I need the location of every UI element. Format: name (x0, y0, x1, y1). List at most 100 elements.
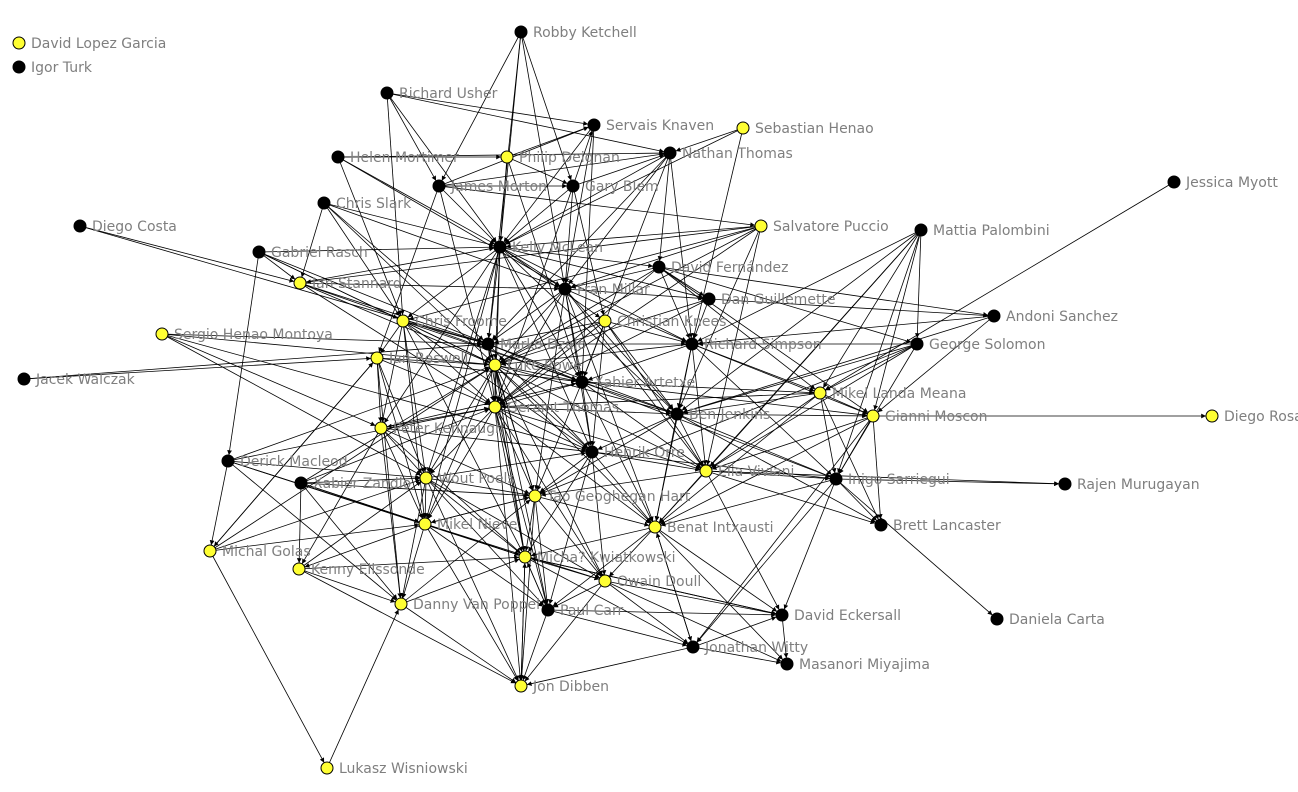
node-kelly-mclean[interactable]: Kelly McLean (493, 240, 603, 256)
node-philip-deignan[interactable]: Philip Deignan (500, 150, 620, 166)
node-jon-dibben[interactable]: Jon Dibben (514, 679, 609, 695)
node-marker[interactable] (914, 223, 928, 237)
node-jessica-myott[interactable]: Jessica Myott (1167, 175, 1278, 191)
node-marker[interactable] (987, 309, 1001, 323)
node-marker[interactable] (221, 454, 235, 468)
node-andoni-sanchez[interactable]: Andoni Sanchez (987, 309, 1118, 325)
node-marker[interactable] (500, 150, 514, 164)
node-marker[interactable] (702, 292, 716, 306)
node-marker[interactable] (780, 657, 794, 671)
node-michal-kwiatkowski[interactable]: Micha? Kwiatkowski (518, 550, 676, 566)
node-marker[interactable] (12, 60, 26, 74)
node-marko-dzalo[interactable]: Marko Dzalo (481, 337, 586, 353)
node-marker[interactable] (813, 386, 827, 400)
node-michal-golas[interactable]: Michal Golas (203, 544, 311, 560)
node-peter-kennaugh[interactable]: Peter Kennaugh (374, 421, 504, 437)
node-helen-mortimer[interactable]: Helen Mortimer (331, 150, 459, 166)
node-ben-jenkins[interactable]: Ben Jenkins (670, 407, 770, 423)
node-servais-knaven[interactable]: Servais Knaven (587, 118, 714, 134)
node-marker[interactable] (670, 407, 684, 421)
node-wout-poels[interactable]: Wout Poels (419, 471, 515, 487)
node-mikel-nieve[interactable]: Mikel Nieve (418, 517, 517, 533)
node-marker[interactable] (990, 612, 1004, 626)
node-benat-intxausti[interactable]: Benat Intxausti (648, 520, 774, 536)
node-dan-guillemette[interactable]: Dan Guillemette (702, 292, 836, 308)
node-brett-lancaster[interactable]: Brett Lancaster (874, 518, 1001, 534)
node-elia-viviani[interactable]: Elia Viviani (699, 464, 794, 480)
node-geraint-thomas[interactable]: Geraint Thomas (488, 400, 619, 416)
node-marker[interactable] (418, 517, 432, 531)
node-tao-geoghegan-hart[interactable]: Tao Geoghegan Hart (528, 489, 691, 505)
node-marker[interactable] (514, 679, 528, 693)
node-marker[interactable] (17, 372, 31, 386)
node-marker[interactable] (1167, 175, 1181, 189)
node-henrik-orre[interactable]: Henrik Orre (585, 445, 685, 461)
node-diego-rosa[interactable]: Diego Rosa (1205, 409, 1298, 425)
node-marker[interactable] (481, 337, 495, 351)
node-marker[interactable] (320, 761, 334, 775)
node-robby-ketchell[interactable]: Robby Ketchell (514, 25, 637, 41)
node-kenny-elissonde[interactable]: Kenny Elissonde (292, 562, 425, 578)
node-gary-blem[interactable]: Gary Blem (566, 179, 659, 195)
node-gianni-moscon[interactable]: Gianni Moscon (866, 409, 987, 425)
node-marker[interactable] (541, 603, 555, 617)
node-marker[interactable] (829, 472, 843, 486)
node-rajen-murugayan[interactable]: Rajen Murugayan (1058, 477, 1200, 493)
node-marker[interactable] (587, 118, 601, 132)
node-jacek-walczak[interactable]: Jacek Walczak (17, 372, 136, 388)
node-luke-rowe[interactable]: Luke Rowe (488, 358, 582, 374)
node-marker[interactable] (432, 179, 446, 193)
node-daniela-carta[interactable]: Daniela Carta (990, 612, 1105, 628)
node-david-fernandez[interactable]: David Fernández (652, 260, 788, 276)
node-christian-knees[interactable]: Christian Knees (598, 314, 726, 330)
node-marker[interactable] (910, 337, 924, 351)
node-marker[interactable] (488, 400, 502, 414)
node-marker[interactable] (775, 608, 789, 622)
node-chris-froome[interactable]: Chris Froome (396, 314, 507, 330)
node-gabriel-rasch[interactable]: Gabriel Rasch (252, 245, 368, 261)
node-marker[interactable] (736, 121, 750, 135)
node-marker[interactable] (528, 489, 542, 503)
node-marker[interactable] (874, 518, 888, 532)
node-marker[interactable] (686, 640, 700, 654)
node-marker[interactable] (493, 240, 507, 254)
node-owain-doull[interactable]: Owain Doull (598, 574, 701, 590)
node-sergio-henao-montoya[interactable]: Sergio Henao Montoya (155, 327, 333, 343)
node-chris-slark[interactable]: Chris Slark (317, 196, 412, 212)
node-mikel-landa-meana[interactable]: Mikel Landa Meana (813, 386, 966, 402)
node-marker[interactable] (331, 150, 345, 164)
node-marker[interactable] (663, 146, 677, 160)
node-paul-carr[interactable]: Paul Carr (541, 603, 623, 619)
node-sebastian-henao[interactable]: Sebastian Henao (736, 121, 874, 137)
node-lukasz-wisniowski[interactable]: Lukasz Wisniowski (320, 761, 468, 777)
node-david-lopez-garcia[interactable]: David Lopez Garcia (12, 36, 166, 52)
node-marker[interactable] (294, 476, 308, 490)
node-richard-simpson[interactable]: Richard Simpson (685, 337, 822, 353)
node-david-eckersall[interactable]: David Eckersall (775, 608, 901, 624)
node-marker[interactable] (754, 219, 768, 233)
node-xabier-artetxe[interactable]: Xabier Artetxe (575, 375, 695, 391)
node-jonathan-witty[interactable]: Jonathan Witty (686, 640, 808, 656)
node-marker[interactable] (1058, 477, 1072, 491)
node-fran-millar[interactable]: Fran Millar (558, 282, 650, 298)
node-danny-van-poppel[interactable]: Danny Van Poppel (394, 597, 540, 613)
node-marker[interactable] (292, 562, 306, 576)
node-marker[interactable] (699, 464, 713, 478)
node-marker[interactable] (293, 276, 307, 290)
node-salvatore-puccio[interactable]: Salvatore Puccio (754, 219, 889, 235)
node-marker[interactable] (685, 337, 699, 351)
node-marker[interactable] (419, 471, 433, 485)
node-marker[interactable] (252, 245, 266, 259)
node-marker[interactable] (317, 196, 331, 210)
node-marker[interactable] (155, 327, 169, 341)
node-marker[interactable] (12, 36, 26, 50)
node-marker[interactable] (558, 282, 572, 296)
node-marker[interactable] (566, 179, 580, 193)
node-igor-turk[interactable]: Igor Turk (12, 60, 93, 76)
node-marker[interactable] (598, 574, 612, 588)
node-ian-stannard[interactable]: Ian Stannard (293, 276, 402, 292)
node-marker[interactable] (396, 314, 410, 328)
node-marker[interactable] (394, 597, 408, 611)
node-marker[interactable] (648, 520, 662, 534)
node-marker[interactable] (370, 351, 384, 365)
